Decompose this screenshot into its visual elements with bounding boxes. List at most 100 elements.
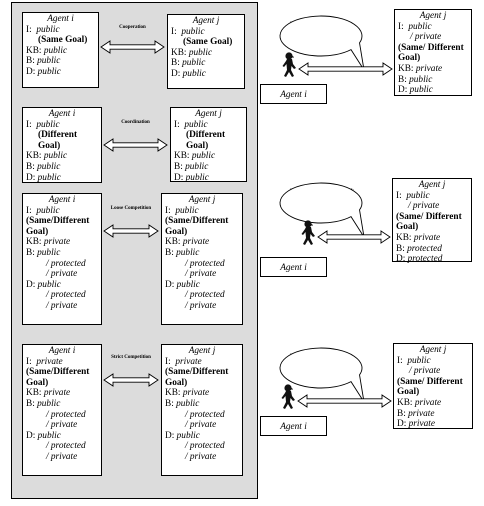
- intention-value: public: [36, 24, 60, 35]
- belief-value: public: [409, 74, 433, 85]
- intention-value: private: [175, 356, 202, 367]
- goal-text: (Same Goal): [38, 35, 88, 46]
- belief-label: B:: [165, 398, 174, 409]
- kb-value: public: [43, 151, 68, 162]
- kb-value: public: [191, 151, 216, 162]
- belief-value: / private: [46, 269, 78, 280]
- desire-line: / protected: [165, 290, 239, 301]
- belief-line: B: public: [165, 399, 239, 410]
- desire-value: public: [37, 172, 61, 183]
- intention-value: public: [406, 190, 430, 201]
- person-icon: [301, 220, 315, 245]
- kb-line: KB: private: [165, 388, 239, 399]
- belief-value: private: [408, 408, 435, 419]
- agent-title: Agent j: [419, 345, 447, 355]
- belief-label: B:: [397, 408, 406, 419]
- desire-line: / private: [26, 452, 98, 463]
- kb-label: KB:: [26, 151, 42, 162]
- intention-label: I:: [174, 119, 180, 130]
- belief-value: public: [37, 161, 61, 172]
- desire-label: D:: [397, 419, 407, 430]
- intention-value: public: [408, 21, 432, 32]
- intention-value: public: [184, 119, 208, 130]
- intention-label: I:: [26, 205, 32, 216]
- belief-value: public: [185, 161, 209, 172]
- desire-value: protected: [407, 254, 443, 265]
- double-arrow: [297, 394, 392, 408]
- belief-value: public: [37, 398, 61, 409]
- belief-line: B: public: [398, 75, 468, 86]
- belief-label: B:: [398, 74, 407, 85]
- desire-value: / private: [185, 300, 217, 311]
- kb-label: KB:: [165, 237, 181, 248]
- intention-line: I: public: [174, 120, 243, 131]
- desire-value: public: [176, 430, 200, 441]
- goal-text: (Same/ Different Goal): [397, 376, 463, 398]
- kb-label: KB:: [165, 388, 181, 399]
- belief-label: B:: [165, 247, 174, 258]
- kb-line: KB: private: [396, 233, 468, 244]
- intention-label: I:: [26, 119, 32, 130]
- kb-line: KB: private: [398, 64, 468, 75]
- intention-line: / private: [397, 366, 469, 377]
- desire-line: D: public: [26, 67, 95, 78]
- agent-i-label: Agent i: [260, 257, 327, 277]
- agent-title: Agent i: [47, 14, 74, 24]
- kb-label: KB:: [396, 232, 412, 243]
- belief-value: public: [176, 398, 200, 409]
- belief-line: / protected: [26, 410, 98, 421]
- desire-label: D:: [26, 430, 36, 441]
- belief-line: / private: [165, 269, 239, 280]
- kb-label: KB:: [398, 63, 414, 74]
- relation-label: Cooperation: [119, 25, 146, 30]
- intention-value: public: [181, 26, 205, 37]
- intention-line: I: public: [396, 191, 468, 202]
- desire-value: public: [182, 68, 206, 79]
- desire-line: D: public: [171, 69, 241, 80]
- desire-value: / private: [46, 451, 78, 462]
- belief-line: / protected: [165, 259, 239, 270]
- belief-value: / private: [185, 269, 217, 280]
- intention-label: I:: [165, 205, 171, 216]
- belief-label: B:: [171, 58, 180, 69]
- desire-line: D: public: [165, 431, 239, 442]
- belief-value: / protected: [185, 409, 225, 420]
- intention-value: / private: [408, 201, 440, 212]
- desire-value: / private: [46, 300, 78, 311]
- desire-line: / private: [26, 301, 98, 312]
- intention-value: public: [36, 205, 60, 216]
- desire-label: D:: [171, 68, 181, 79]
- belief-value: / protected: [185, 258, 225, 269]
- person-icon: [282, 52, 296, 77]
- agent-title: Agent j: [192, 16, 220, 26]
- desire-line: / protected: [26, 290, 98, 301]
- agent-title: Agent i: [48, 346, 76, 356]
- intention-label: I:: [396, 190, 402, 201]
- belief-line: B: public: [26, 56, 95, 67]
- desire-line: D: public: [174, 173, 243, 184]
- thought-bubble: [279, 347, 365, 403]
- desire-value: / protected: [185, 290, 225, 301]
- kb-label: KB:: [26, 388, 42, 399]
- agent-title: Agent j: [195, 109, 222, 119]
- desire-label: D:: [165, 430, 175, 441]
- desire-label: D:: [398, 85, 408, 96]
- person-icon: [281, 384, 295, 409]
- belief-value: / private: [185, 420, 217, 431]
- intention-label: I:: [26, 356, 32, 367]
- kb-value: private: [182, 388, 210, 399]
- intention-line: I: public: [171, 27, 241, 38]
- belief-line: B: public: [174, 162, 243, 173]
- desire-line: D: public: [398, 85, 468, 96]
- double-arrow: [103, 138, 168, 152]
- kb-value: public: [43, 45, 68, 56]
- desire-line: D: public: [26, 173, 98, 184]
- agent-title: Agent j: [188, 346, 216, 356]
- double-arrow: [100, 40, 165, 54]
- desire-value: / protected: [46, 290, 86, 301]
- desire-label: D:: [165, 279, 175, 290]
- belief-label: B:: [396, 243, 405, 254]
- kb-value: public: [188, 47, 213, 58]
- intention-line: I: private: [165, 357, 239, 368]
